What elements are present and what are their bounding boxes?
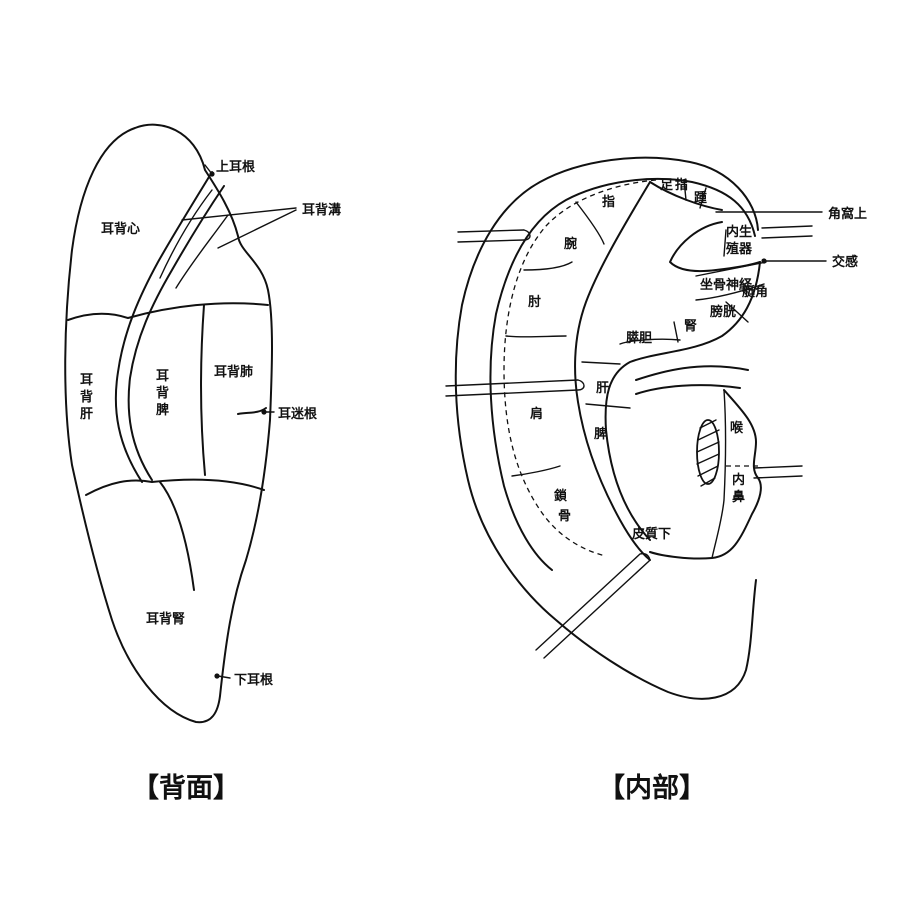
- label-naiseishoku-1: 内生: [726, 224, 752, 240]
- label-chu: 肘: [528, 295, 541, 310]
- label-jihaihi-1: 耳: [156, 369, 169, 384]
- needle-mid-left: [445, 379, 585, 397]
- label-kokan: 交感: [832, 254, 858, 270]
- front-labels: 足 指 踵 指 角窩上 内生 殖器 腕 交感 坐骨神経 艇角 肘 膀胱 腎 膵胆…: [528, 177, 867, 542]
- back-division-top: [67, 302, 269, 321]
- needle-upper-left: [457, 229, 531, 243]
- label-ken: 肩: [530, 406, 543, 422]
- front-leaders: [715, 211, 827, 264]
- front-divider-12: [581, 361, 621, 365]
- back-ear-figure: [64, 123, 273, 724]
- front-divider-2: [505, 335, 567, 338]
- point-kokan: [761, 258, 767, 264]
- point-ka-jikon: [214, 673, 220, 679]
- front-tragus-inner: [711, 389, 727, 559]
- front-divider-1: [523, 261, 573, 271]
- back-division-mid: [200, 304, 206, 476]
- front-ear-figure: [445, 156, 813, 700]
- front-divider-11: [619, 338, 681, 345]
- front-scapha-dashed: [503, 179, 657, 557]
- front-divider-10: [673, 321, 679, 343]
- caption-front: 【内部】: [598, 772, 706, 804]
- front-divider-6: [699, 187, 707, 209]
- back-ear-outline: [64, 123, 273, 724]
- back-leaders: [181, 164, 297, 679]
- label-naibi-1: 内: [732, 472, 745, 488]
- label-kakukajo: 角窩上: [828, 206, 867, 222]
- back-upper-crease: [159, 189, 229, 289]
- back-notch: [237, 407, 267, 415]
- label-jihaijin: 耳背腎: [146, 611, 185, 627]
- label-naiseishoku-2: 殖器: [725, 241, 753, 257]
- label-wan: 腕: [564, 236, 577, 252]
- leader-jihaiko-1: [181, 207, 297, 221]
- label-jihaihi-3: 脾: [156, 402, 169, 418]
- caption-back: 【背面】: [132, 773, 240, 804]
- leader-jihaiko-2: [217, 209, 297, 249]
- label-hi: 脾: [594, 426, 607, 442]
- front-needles: [445, 225, 813, 659]
- label-jihaihi-2: 背: [156, 385, 169, 401]
- front-divider-4: [575, 201, 605, 245]
- label-jo-jikon: 上耳根: [216, 159, 256, 175]
- label-sokushi-2: 指: [675, 177, 688, 193]
- front-antihelix-outer: [574, 181, 651, 561]
- label-jihaiko: 耳背溝: [302, 202, 341, 218]
- label-sutan: 膵胆: [626, 330, 652, 346]
- label-shi: 指: [602, 194, 615, 210]
- label-boko: 膀胱: [709, 304, 736, 320]
- front-helix-outline: [454, 156, 759, 700]
- front-divider-8: [695, 283, 765, 301]
- label-ko: 喉: [730, 420, 744, 436]
- label-jihaikan-1: 耳: [80, 373, 93, 388]
- label-sokushi-1: 足: [660, 178, 674, 193]
- point-jo-jikon: [209, 171, 215, 177]
- front-helix-inner: [489, 177, 756, 571]
- label-sakotsu-1: 鎖: [554, 488, 568, 504]
- label-jihaikan-2: 背: [80, 389, 93, 405]
- label-jin: 腎: [684, 319, 697, 334]
- front-divider-3: [511, 465, 561, 477]
- front-divider-5: [683, 179, 687, 201]
- label-sakotsu-2: 骨: [558, 509, 571, 524]
- front-tragus: [649, 389, 762, 560]
- label-jihaihai: 耳背肺: [214, 364, 253, 380]
- needle-bottom: [535, 552, 651, 659]
- leader-ka-jikon: [217, 675, 231, 679]
- back-division-lower: [85, 478, 265, 496]
- needle-right-lower: [753, 465, 803, 479]
- label-jihaikan-3: 肝: [80, 407, 93, 422]
- front-divider-13: [585, 403, 631, 409]
- label-zakotsushinkei: 坐骨神経: [700, 277, 753, 293]
- label-kakato: 踵: [694, 190, 707, 206]
- front-divider-9: [725, 301, 749, 323]
- needle-right-upper: [761, 225, 813, 239]
- ear-canal-hatching: [696, 419, 720, 487]
- front-antihelix-inner: [604, 261, 761, 541]
- front-divider-7: [695, 261, 767, 277]
- front-divider-14: [723, 229, 727, 257]
- label-kan: 肝: [596, 381, 609, 396]
- label-hishitsuka: 皮質下: [631, 526, 671, 542]
- label-naibi-2: 鼻: [732, 489, 745, 505]
- front-helix-crus: [635, 365, 749, 395]
- label-teikaku: 艇角: [741, 284, 768, 300]
- back-groove-line-2: [127, 185, 225, 481]
- label-ka-jikon: 下耳根: [234, 672, 274, 688]
- back-labels: 上耳根 耳背心 耳背溝 耳 背 肝 耳 背 脾 耳背肺 耳迷根 耳背腎 下耳根: [80, 159, 341, 688]
- back-division-diagonal: [159, 481, 195, 591]
- point-jimeikon: [261, 409, 267, 415]
- back-groove-line-1: [114, 171, 213, 483]
- label-jihaishin: 耳背心: [101, 221, 140, 237]
- label-jimeikon: 耳迷根: [278, 406, 318, 422]
